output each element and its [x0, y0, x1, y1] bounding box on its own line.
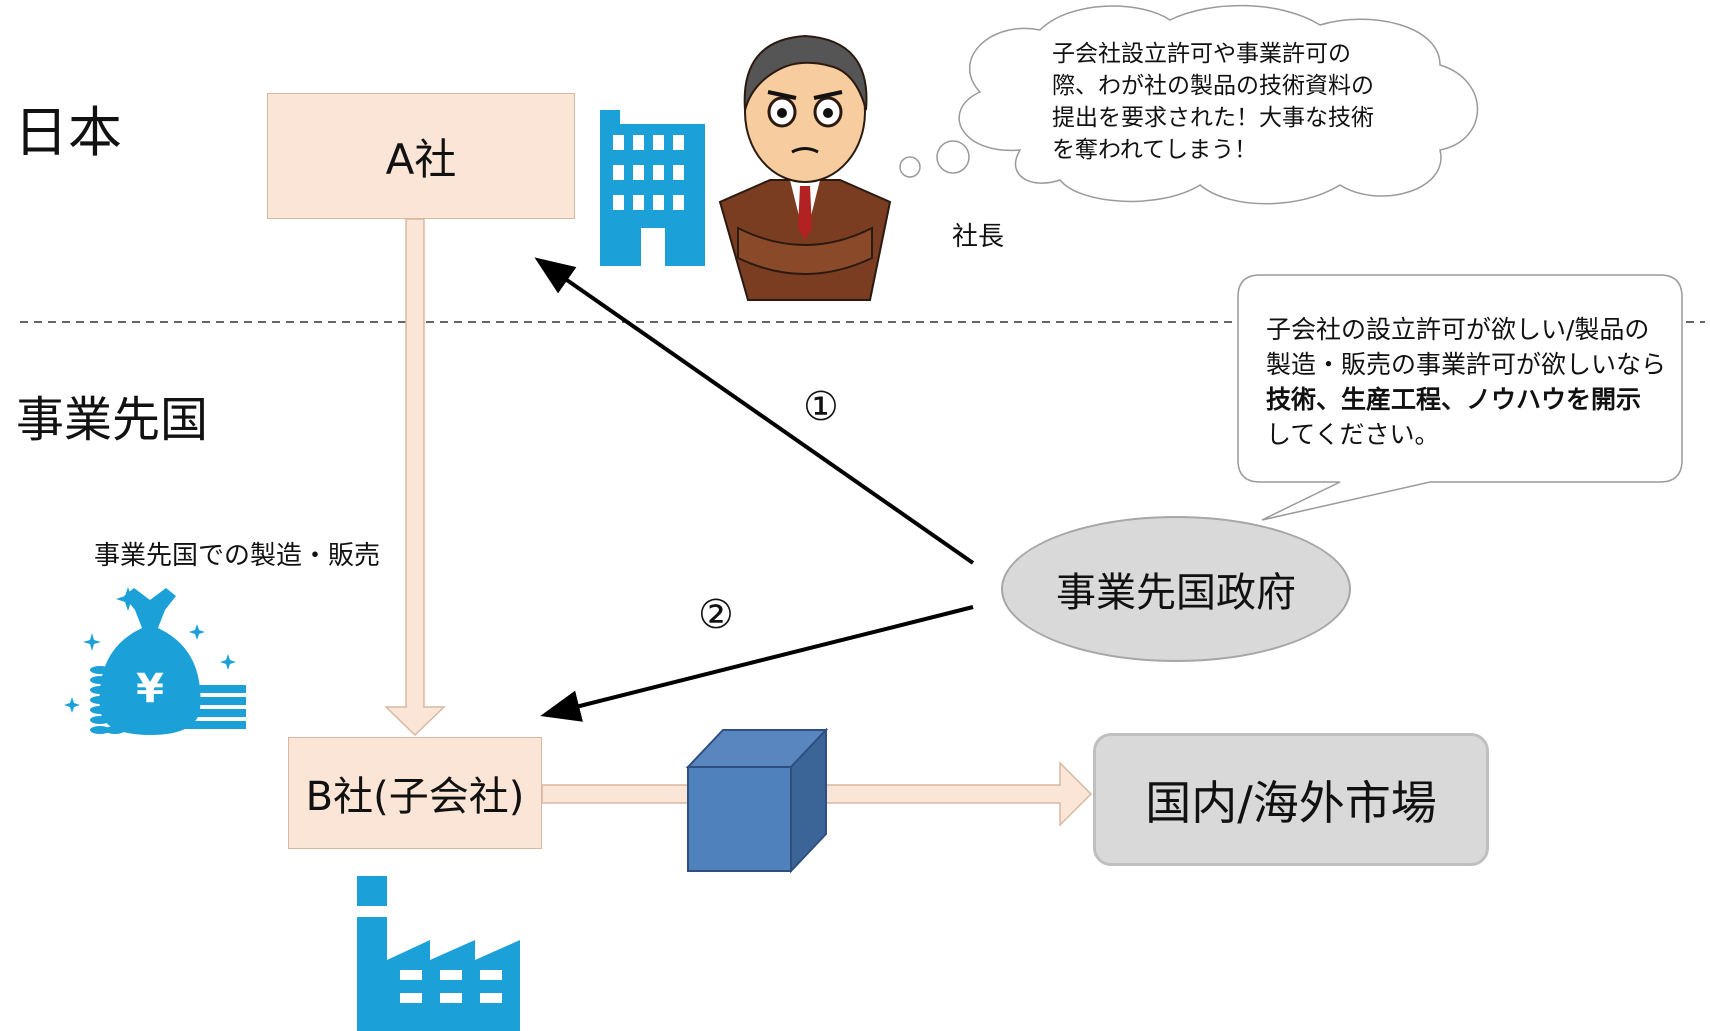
- government-ellipse: 事業先国政府: [1001, 516, 1351, 662]
- government-speech-text: 子会社の設立許可が欲しい/製品の製造・販売の事業許可が欲しいなら技術、生産工程、…: [1266, 312, 1666, 452]
- thought-bubble: [899, 4, 1479, 205]
- money-bag-yen-icon: ¥: [64, 587, 246, 735]
- manufacturing-label: 事業先国での製造・販売: [94, 541, 381, 571]
- speech-text-bold: 技術、生産工程、ノウハウを開示: [1266, 385, 1642, 414]
- region-label-japan: 日本: [14, 101, 122, 164]
- office-building-icon: [600, 110, 705, 266]
- arrow-1-to-company-a: [534, 257, 975, 565]
- arrow-2-to-company-b: [540, 605, 974, 722]
- speech-bubble: [1237, 274, 1683, 521]
- step-1-label: ①: [803, 384, 839, 430]
- company-a-box: A社: [267, 93, 575, 219]
- company-b-label: B社(子会社): [305, 774, 525, 820]
- company-a-label: A社: [385, 134, 457, 184]
- president-thought-text: 子会社設立許可や事業許可の際、わが社の製品の技術資料の提出を要求された！大事な技…: [1052, 41, 1374, 163]
- svg-text:¥: ¥: [136, 666, 164, 712]
- speech-text-part2: してください。: [1266, 420, 1440, 449]
- step-2-label: ②: [698, 592, 734, 638]
- market-label: 国内/海外市場: [1145, 775, 1437, 830]
- president-label: 社長: [952, 222, 1005, 252]
- factory-icon: [357, 876, 520, 1031]
- government-label: 事業先国政府: [1056, 570, 1296, 616]
- capital-flow-arrow: [384, 218, 446, 737]
- company-b-box: B社(子会社): [288, 737, 542, 849]
- region-label-destination-country: 事業先国: [16, 392, 209, 448]
- businessman-icon: [718, 34, 892, 301]
- speech-text-part1: 子会社の設立許可が欲しい/製品の製造・販売の事業許可が欲しいなら: [1266, 315, 1667, 379]
- market-box: 国内/海外市場: [1093, 733, 1489, 866]
- product-cube-icon: [685, 727, 829, 874]
